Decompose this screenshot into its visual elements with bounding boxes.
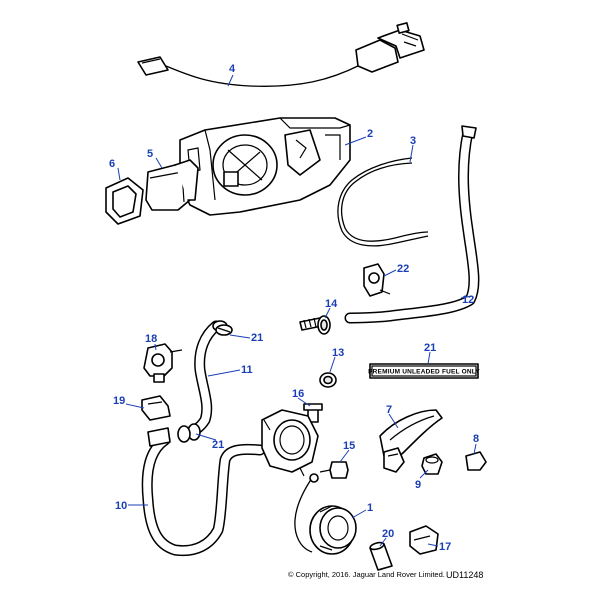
part-1-fuel-cap — [294, 473, 357, 555]
part-22-fuel-label: PREMIUM UNLEADED FUEL ONLY — [368, 363, 480, 379]
callout-1: 1 — [367, 502, 373, 514]
part-23-clip — [363, 263, 391, 297]
diagram-code: UD11248 — [446, 570, 483, 580]
part-11-filler-hose — [184, 320, 228, 438]
callout-6: 6 — [109, 158, 115, 170]
part-21-clamp-lower — [177, 423, 201, 443]
part-7-fuel-flap — [379, 409, 443, 473]
part-18-valve — [143, 343, 183, 383]
part-9-bump-stop — [421, 453, 443, 475]
part-4-release-cable — [137, 22, 425, 87]
callout-16: 16 — [292, 388, 304, 400]
part-2-filler-housing — [179, 117, 351, 216]
callout-23: 22 — [397, 263, 409, 275]
part-10-filler-pipe — [141, 434, 266, 557]
callout-15: 15 — [343, 440, 355, 452]
copyright-text: © Copyright, 2016. Jaguar Land Rover Lim… — [288, 570, 445, 579]
callout-21-lower: 21 — [212, 439, 224, 451]
part-14-screw — [299, 315, 331, 335]
callout-22: 21 — [424, 342, 436, 354]
part-15-screw — [319, 461, 349, 479]
hose-bracket — [147, 427, 171, 447]
part-17-bracket — [409, 525, 439, 555]
callout-21-upper: 21 — [251, 332, 263, 344]
part-13-grommet — [319, 372, 337, 388]
callout-10: 10 — [115, 500, 127, 512]
callout-7: 7 — [386, 404, 392, 416]
callout-18: 18 — [145, 333, 157, 345]
part-21-clamp-upper — [215, 324, 233, 336]
callout-5: 5 — [147, 148, 153, 160]
callout-17: 17 — [439, 541, 451, 553]
part-19-bracket — [141, 395, 171, 421]
part-12-drain-tube — [344, 125, 480, 324]
fuel-label-text: PREMIUM UNLEADED FUEL ONLY — [368, 369, 480, 376]
callout-8: 8 — [473, 433, 479, 445]
callout-11: 11 — [241, 364, 253, 376]
callout-13: 13 — [332, 347, 344, 359]
callout-3: 3 — [410, 135, 416, 147]
callout-12: 12 — [462, 294, 474, 306]
callout-19: 19 — [113, 395, 125, 407]
leader-lines — [117, 74, 477, 547]
filler-neck — [261, 409, 319, 477]
callout-4: 4 — [229, 63, 236, 75]
part-6-gasket — [105, 177, 144, 225]
callout-2: 2 — [367, 128, 373, 140]
part-3-seal-strip — [337, 157, 429, 247]
callout-9: 9 — [415, 479, 421, 491]
part-5-duct — [145, 159, 199, 211]
callout-14: 14 — [325, 298, 338, 310]
callout-numbers: 4 2 3 5 6 12 22 14 13 21 21 11 18 19 16 … — [109, 63, 479, 553]
part-8-clip — [465, 451, 487, 471]
part-20-sleeve — [369, 541, 393, 571]
callout-20: 20 — [382, 528, 394, 540]
